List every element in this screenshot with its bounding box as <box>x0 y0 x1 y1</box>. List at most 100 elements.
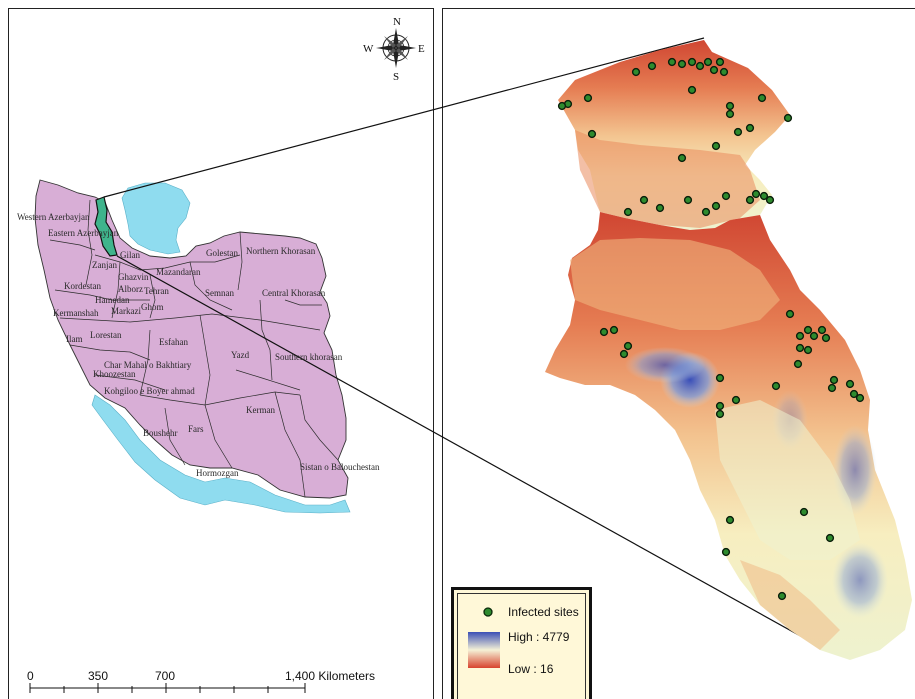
infected-site-marker <box>793 359 803 369</box>
infected-site-marker <box>725 515 735 525</box>
infected-site-marker <box>619 349 629 359</box>
label-fars: Fars <box>188 424 204 434</box>
infected-site-marker <box>799 507 809 517</box>
label-western-azerbayjan: Western Azerbayjan <box>17 212 90 222</box>
infected-site-marker <box>745 195 755 205</box>
connector-top <box>103 37 705 198</box>
infected-site-marker <box>677 153 687 163</box>
label-southern-khorasan: Southern khorasan <box>275 352 343 362</box>
infected-site-marker <box>599 327 609 337</box>
infected-site-marker <box>623 341 633 351</box>
infected-site-marker <box>687 57 697 67</box>
infected-site-marker <box>715 401 725 411</box>
infected-site-marker <box>829 375 839 385</box>
label-kordestan: Kordestan <box>64 281 101 291</box>
infected-site-marker <box>715 409 725 419</box>
infected-site-marker <box>759 191 769 201</box>
label-alborz: Alborz <box>118 284 143 294</box>
label-esfahan: Esfahan <box>159 337 188 347</box>
scale-label-1400: 1,400 Kilometers <box>285 669 375 683</box>
infected-site-marker <box>771 381 781 391</box>
infected-site-marker <box>703 57 713 67</box>
label-ghom: Ghom <box>141 302 164 312</box>
label-golestan: Golestan <box>206 248 238 258</box>
infected-site-marker <box>557 101 567 111</box>
compass-e: E <box>418 43 425 55</box>
label-central-khorasan: Central Khorasan <box>262 288 326 298</box>
legend-inner: Infected sites High : 4779 Low : 16 <box>457 593 586 699</box>
infected-site-marker <box>687 85 697 95</box>
infected-site-marker <box>583 93 593 103</box>
infected-site-marker <box>647 61 657 71</box>
infected-site-marker <box>783 113 793 123</box>
infected-site-marker <box>623 207 633 217</box>
infected-site-marker <box>827 383 837 393</box>
label-gilan: Gilan <box>120 250 140 260</box>
infected-site-marker <box>609 325 619 335</box>
label-ilam: Ilam <box>66 334 83 344</box>
infected-site-marker <box>845 379 855 389</box>
label-hamedan: Hamedan <box>95 295 130 305</box>
infected-site-marker <box>655 203 665 213</box>
label-sistan: Sistan o Balouchestan <box>300 462 380 472</box>
infected-site-marker <box>825 533 835 543</box>
infected-site-marker <box>757 93 767 103</box>
infected-site-marker <box>725 109 735 119</box>
label-kohgiloo: Kohgiloo e Boyer ahmad <box>104 386 195 396</box>
label-tehran: Tehran <box>144 286 169 296</box>
dem-raster <box>545 40 912 660</box>
infected-site-marker <box>631 67 641 77</box>
compass-n: N <box>393 16 401 28</box>
scale-label-0: 0 <box>27 669 34 683</box>
infected-site-marker <box>751 189 761 199</box>
infected-site-marker <box>701 207 711 217</box>
infected-site-marker <box>821 333 831 343</box>
infected-site-marker <box>817 325 827 335</box>
infected-site-marker <box>719 67 729 77</box>
scale-bar: 0 350 700 1,400 Kilometers <box>27 669 375 693</box>
infected-site-marker <box>715 373 725 383</box>
label-northern-khorasan: Northern Khorasan <box>246 246 316 256</box>
label-kerman: Kerman <box>246 405 275 415</box>
legend: Infected sites High : 4779 Low : 16 <box>451 587 592 699</box>
infected-site-marker <box>711 201 721 211</box>
legend-low-label: Low : 16 <box>508 662 554 676</box>
infected-site-marker <box>745 123 755 133</box>
infected-site-marker <box>683 195 693 205</box>
legend-high-label: High : 4779 <box>508 630 570 644</box>
infected-site-marker <box>709 65 719 75</box>
scale-label-700: 700 <box>155 669 175 683</box>
label-semnan: Semnan <box>205 288 234 298</box>
infected-site-marker <box>639 195 649 205</box>
label-kermanshah: Kermanshah <box>53 308 99 318</box>
persian-gulf <box>91 394 351 514</box>
infected-site-marker <box>855 393 865 403</box>
infected-site-marker <box>765 195 775 205</box>
label-eastern-azerbayjan: Eastern Azerbayjan <box>48 228 119 238</box>
label-mazandaran: Mazandaran <box>156 267 201 277</box>
label-zanjan: Zanjan <box>92 260 117 270</box>
scale-label-350: 350 <box>88 669 108 683</box>
infected-site-marker <box>711 141 721 151</box>
label-boushehr: Boushehr <box>143 428 178 438</box>
province-labels: Western Azerbayjan Eastern Azerbayjan Gi… <box>17 212 380 478</box>
label-lorestan: Lorestan <box>90 330 122 340</box>
infected-site-marker <box>795 343 805 353</box>
label-khoozestan: Khoozestan <box>93 369 136 379</box>
study-area-highlight <box>94 196 118 257</box>
infected-sites-layer <box>557 57 865 601</box>
legend-infected-label: Infected sites <box>508 605 579 619</box>
infected-site-marker <box>803 345 813 355</box>
connector-bottom <box>116 255 823 649</box>
infected-site-marker <box>715 57 725 67</box>
infected-site-marker <box>785 309 795 319</box>
north-arrow: N S E W <box>363 16 425 83</box>
infected-site-marker <box>587 129 597 139</box>
legend-site-marker-icon <box>483 607 493 617</box>
infected-site-marker <box>733 127 743 137</box>
infected-site-marker <box>721 191 731 201</box>
label-hormozgan: Hormozgan <box>196 468 239 478</box>
infected-site-marker <box>795 331 805 341</box>
infected-site-marker <box>777 591 787 601</box>
